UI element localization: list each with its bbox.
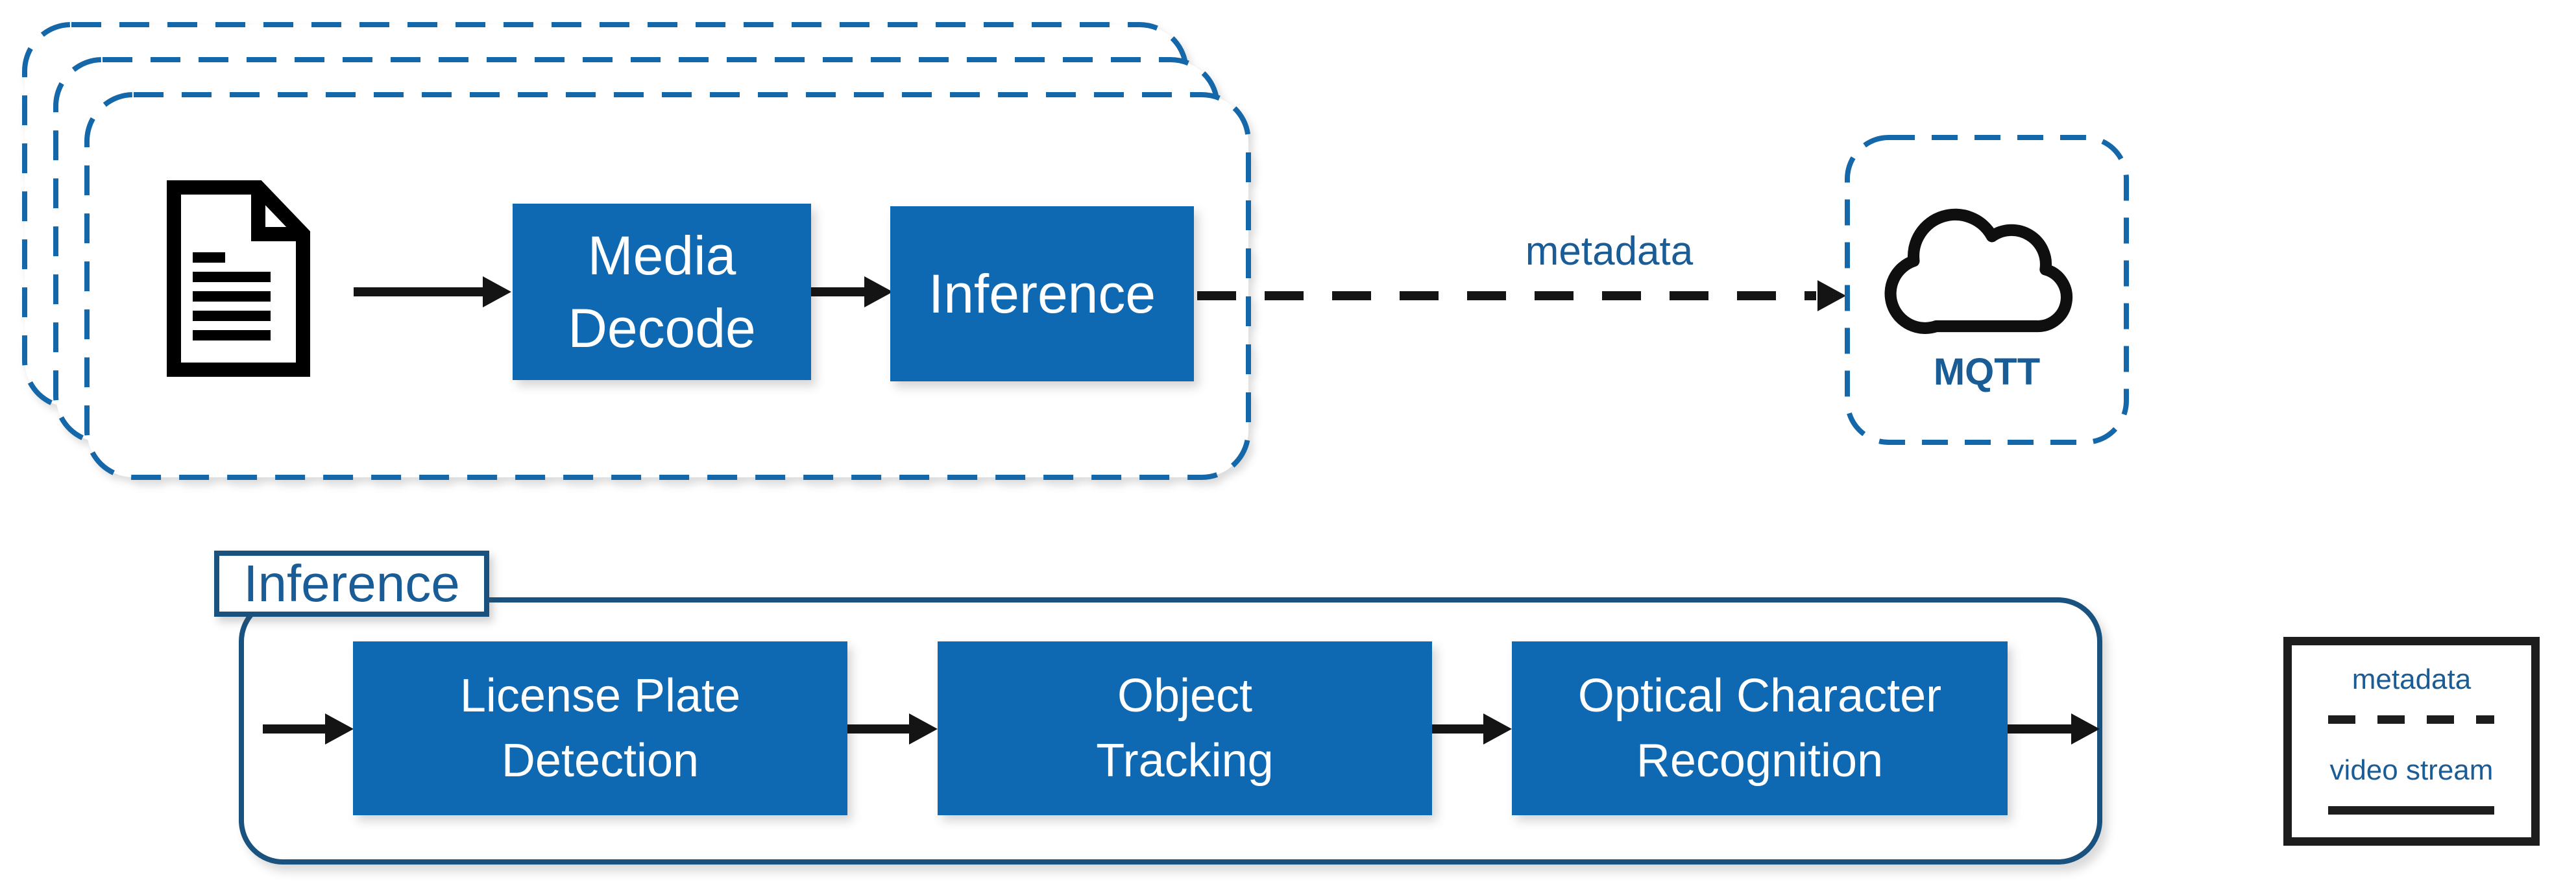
lpd-label-line1: License Plate — [459, 670, 741, 722]
inference-input-arrow — [263, 713, 354, 745]
decode-to-inference-arrow — [811, 276, 893, 307]
arrow-shaft — [2008, 724, 2074, 734]
inference-detail-title: Inference — [243, 555, 460, 612]
arrow-head-icon — [1817, 280, 1846, 311]
tracking-label-line2: Tracking — [1096, 735, 1274, 787]
arrow-head-icon — [325, 713, 354, 745]
arrow-head-icon — [483, 276, 511, 307]
object-tracking-node: Object Tracking — [938, 641, 1432, 815]
source-to-decode-arrow — [354, 276, 511, 307]
inference-output-arrow — [2008, 713, 2100, 745]
legend-dashed-line-icon — [2328, 715, 2494, 724]
ocr-node: Optical Character Recognition — [1512, 641, 2008, 815]
arrow-shaft — [354, 287, 485, 296]
license-plate-detection-node: License Plate Detection — [353, 641, 847, 815]
media-decode-node: Media Decode — [513, 204, 811, 380]
dashed-arrow-shaft — [1197, 291, 1816, 300]
mqtt-label: MQTT — [1933, 351, 2041, 393]
metadata-arrow-label: metadata — [1525, 229, 1694, 274]
legend-box: metadata video stream — [2283, 637, 2540, 846]
inference-node: Inference — [890, 206, 1194, 381]
arrow-head-icon — [909, 713, 938, 745]
cloud-icon — [1884, 208, 2073, 334]
metadata-arrow — [1197, 280, 1846, 311]
arrow-shaft — [263, 724, 328, 734]
inference-label: Inference — [928, 263, 1156, 324]
arrow-head-icon — [1483, 713, 1512, 745]
arrow-head-icon — [864, 276, 893, 307]
arrow-shaft — [847, 724, 912, 734]
document-icon — [167, 180, 310, 377]
media-decode-label-line2: Decode — [568, 298, 756, 359]
lpd-label-line2: Detection — [501, 735, 699, 787]
legend-video-stream-label: video stream — [2329, 754, 2494, 786]
lpd-to-tracking-arrow — [847, 713, 938, 745]
media-decode-label-line1: Media — [587, 225, 736, 286]
arrow-shaft — [811, 287, 867, 296]
ocr-label-line2: Recognition — [1636, 735, 1884, 787]
legend-solid-line-icon — [2328, 806, 2494, 815]
inference-detail-title-box: Inference — [214, 551, 489, 617]
arrow-head-icon — [2071, 713, 2100, 745]
arrow-shaft — [1432, 724, 1486, 734]
tracking-label-line1: Object — [1117, 670, 1253, 722]
ocr-label-line1: Optical Character — [1577, 670, 1942, 722]
legend-metadata-label: metadata — [2351, 663, 2472, 695]
tracking-to-ocr-arrow — [1432, 713, 1512, 745]
